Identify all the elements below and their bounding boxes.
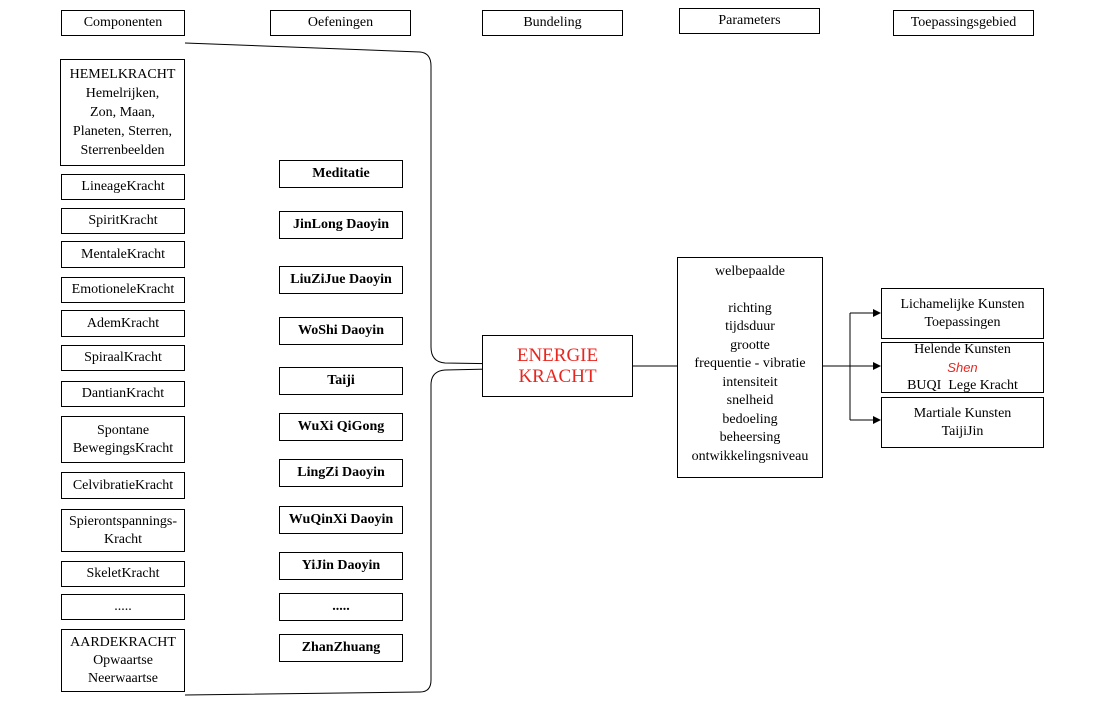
exercise-jinlong-daoyin: JinLong Daoyin bbox=[279, 211, 403, 239]
component-skeleton-force: SkeletKracht bbox=[61, 561, 185, 587]
header-application: Toepassingsgebied bbox=[893, 10, 1034, 36]
component-cellvibration-force: CelvibratieKracht bbox=[61, 472, 185, 499]
exercise-wuqinxi-daoyin: WuQinXi Daoyin bbox=[279, 506, 403, 534]
parameter-item: bedoeling bbox=[722, 411, 778, 427]
shen-label: Shen bbox=[947, 359, 978, 375]
energy-line-1: ENERGIE bbox=[516, 345, 599, 366]
energy-line-2: KRACHT bbox=[518, 366, 597, 387]
earth-title: AARDEKRACHT bbox=[70, 634, 176, 650]
header-bundling: Bundeling bbox=[482, 10, 623, 36]
parameter-item: snelheid bbox=[726, 393, 774, 408]
arrow-healing-head bbox=[873, 362, 881, 370]
heaven-line: Sterrenbeelden bbox=[80, 143, 165, 158]
component-more: ..... bbox=[61, 594, 185, 620]
parameter-item: tijdsduur bbox=[725, 319, 775, 334]
parameter-item: beheersing bbox=[719, 430, 781, 445]
heaven-line: Zon, Maan, bbox=[90, 105, 155, 120]
application-martial-arts: Martiale Kunsten TaijiJin bbox=[881, 397, 1044, 448]
exercise-meditation: Meditatie bbox=[279, 160, 403, 188]
parameter-item: grootte bbox=[730, 337, 770, 353]
component-spontaneous-force: Spontane BewegingsKracht bbox=[61, 416, 185, 463]
component-emotional-force: EmotioneleKracht bbox=[61, 277, 185, 303]
header-components: Componenten bbox=[61, 10, 185, 36]
header-parameters: Parameters bbox=[679, 8, 820, 34]
header-exercises: Oefeningen bbox=[270, 10, 411, 36]
component-spirit-force: SpiritKracht bbox=[61, 208, 185, 234]
heaven-line: Planeten, Sterren, bbox=[72, 124, 173, 139]
lower-brace-line bbox=[184, 365, 634, 696]
component-lineage-force: LineageKracht bbox=[61, 174, 185, 200]
exercise-wuxi-qigong: WuXi QiGong bbox=[279, 413, 403, 441]
component-mental-force: MentaleKracht bbox=[61, 241, 185, 268]
component-spiral-force: SpiraalKracht bbox=[61, 345, 185, 371]
parameter-item: richting bbox=[728, 300, 772, 316]
exercise-liuzijue-daoyin: LiuZiJue Daoyin bbox=[279, 266, 403, 294]
exercise-zhanzhuang: ZhanZhuang bbox=[279, 634, 403, 662]
parameter-item: ontwikkelingsniveau bbox=[691, 448, 809, 464]
upper-brace-line bbox=[184, 42, 634, 367]
application-physical-arts: Lichamelijke Kunsten Toepassingen bbox=[881, 288, 1044, 339]
exercise-more: ..... bbox=[279, 593, 403, 621]
component-heaven-force: HEMELKRACHT Hemelrijken, Zon, Maan, Plan… bbox=[60, 59, 185, 166]
parameter-item: intensiteit bbox=[722, 374, 778, 390]
parameters-box: welbepaalde richting tijdsduur grootte f… bbox=[677, 257, 823, 478]
exercise-woshi-daoyin: WoShi Daoyin bbox=[279, 317, 403, 345]
arrow-physical-head bbox=[873, 309, 881, 317]
exercise-taiji: Taiji bbox=[279, 367, 403, 395]
exercise-yijin-daoyin: YiJin Daoyin bbox=[279, 552, 403, 580]
component-dantian-force: DantianKracht bbox=[61, 381, 185, 407]
component-earth-force: AARDEKRACHT Opwaartse Neerwaartse bbox=[61, 629, 185, 692]
arrow-martial-head bbox=[873, 416, 881, 424]
parameter-item: frequentie - vibratie bbox=[694, 356, 806, 371]
component-breath-force: AdemKracht bbox=[61, 310, 185, 337]
heaven-title: HEMELKRACHT bbox=[69, 67, 176, 82]
component-muscle-relax-force: Spierontspannings- Kracht bbox=[61, 509, 185, 552]
parameters-intro: welbepaalde bbox=[715, 264, 785, 279]
heaven-line: Hemelrijken, bbox=[85, 86, 160, 101]
exercise-lingzi-daoyin: LingZi Daoyin bbox=[279, 459, 403, 487]
energy-force-box: ENERGIE KRACHT bbox=[482, 335, 633, 397]
